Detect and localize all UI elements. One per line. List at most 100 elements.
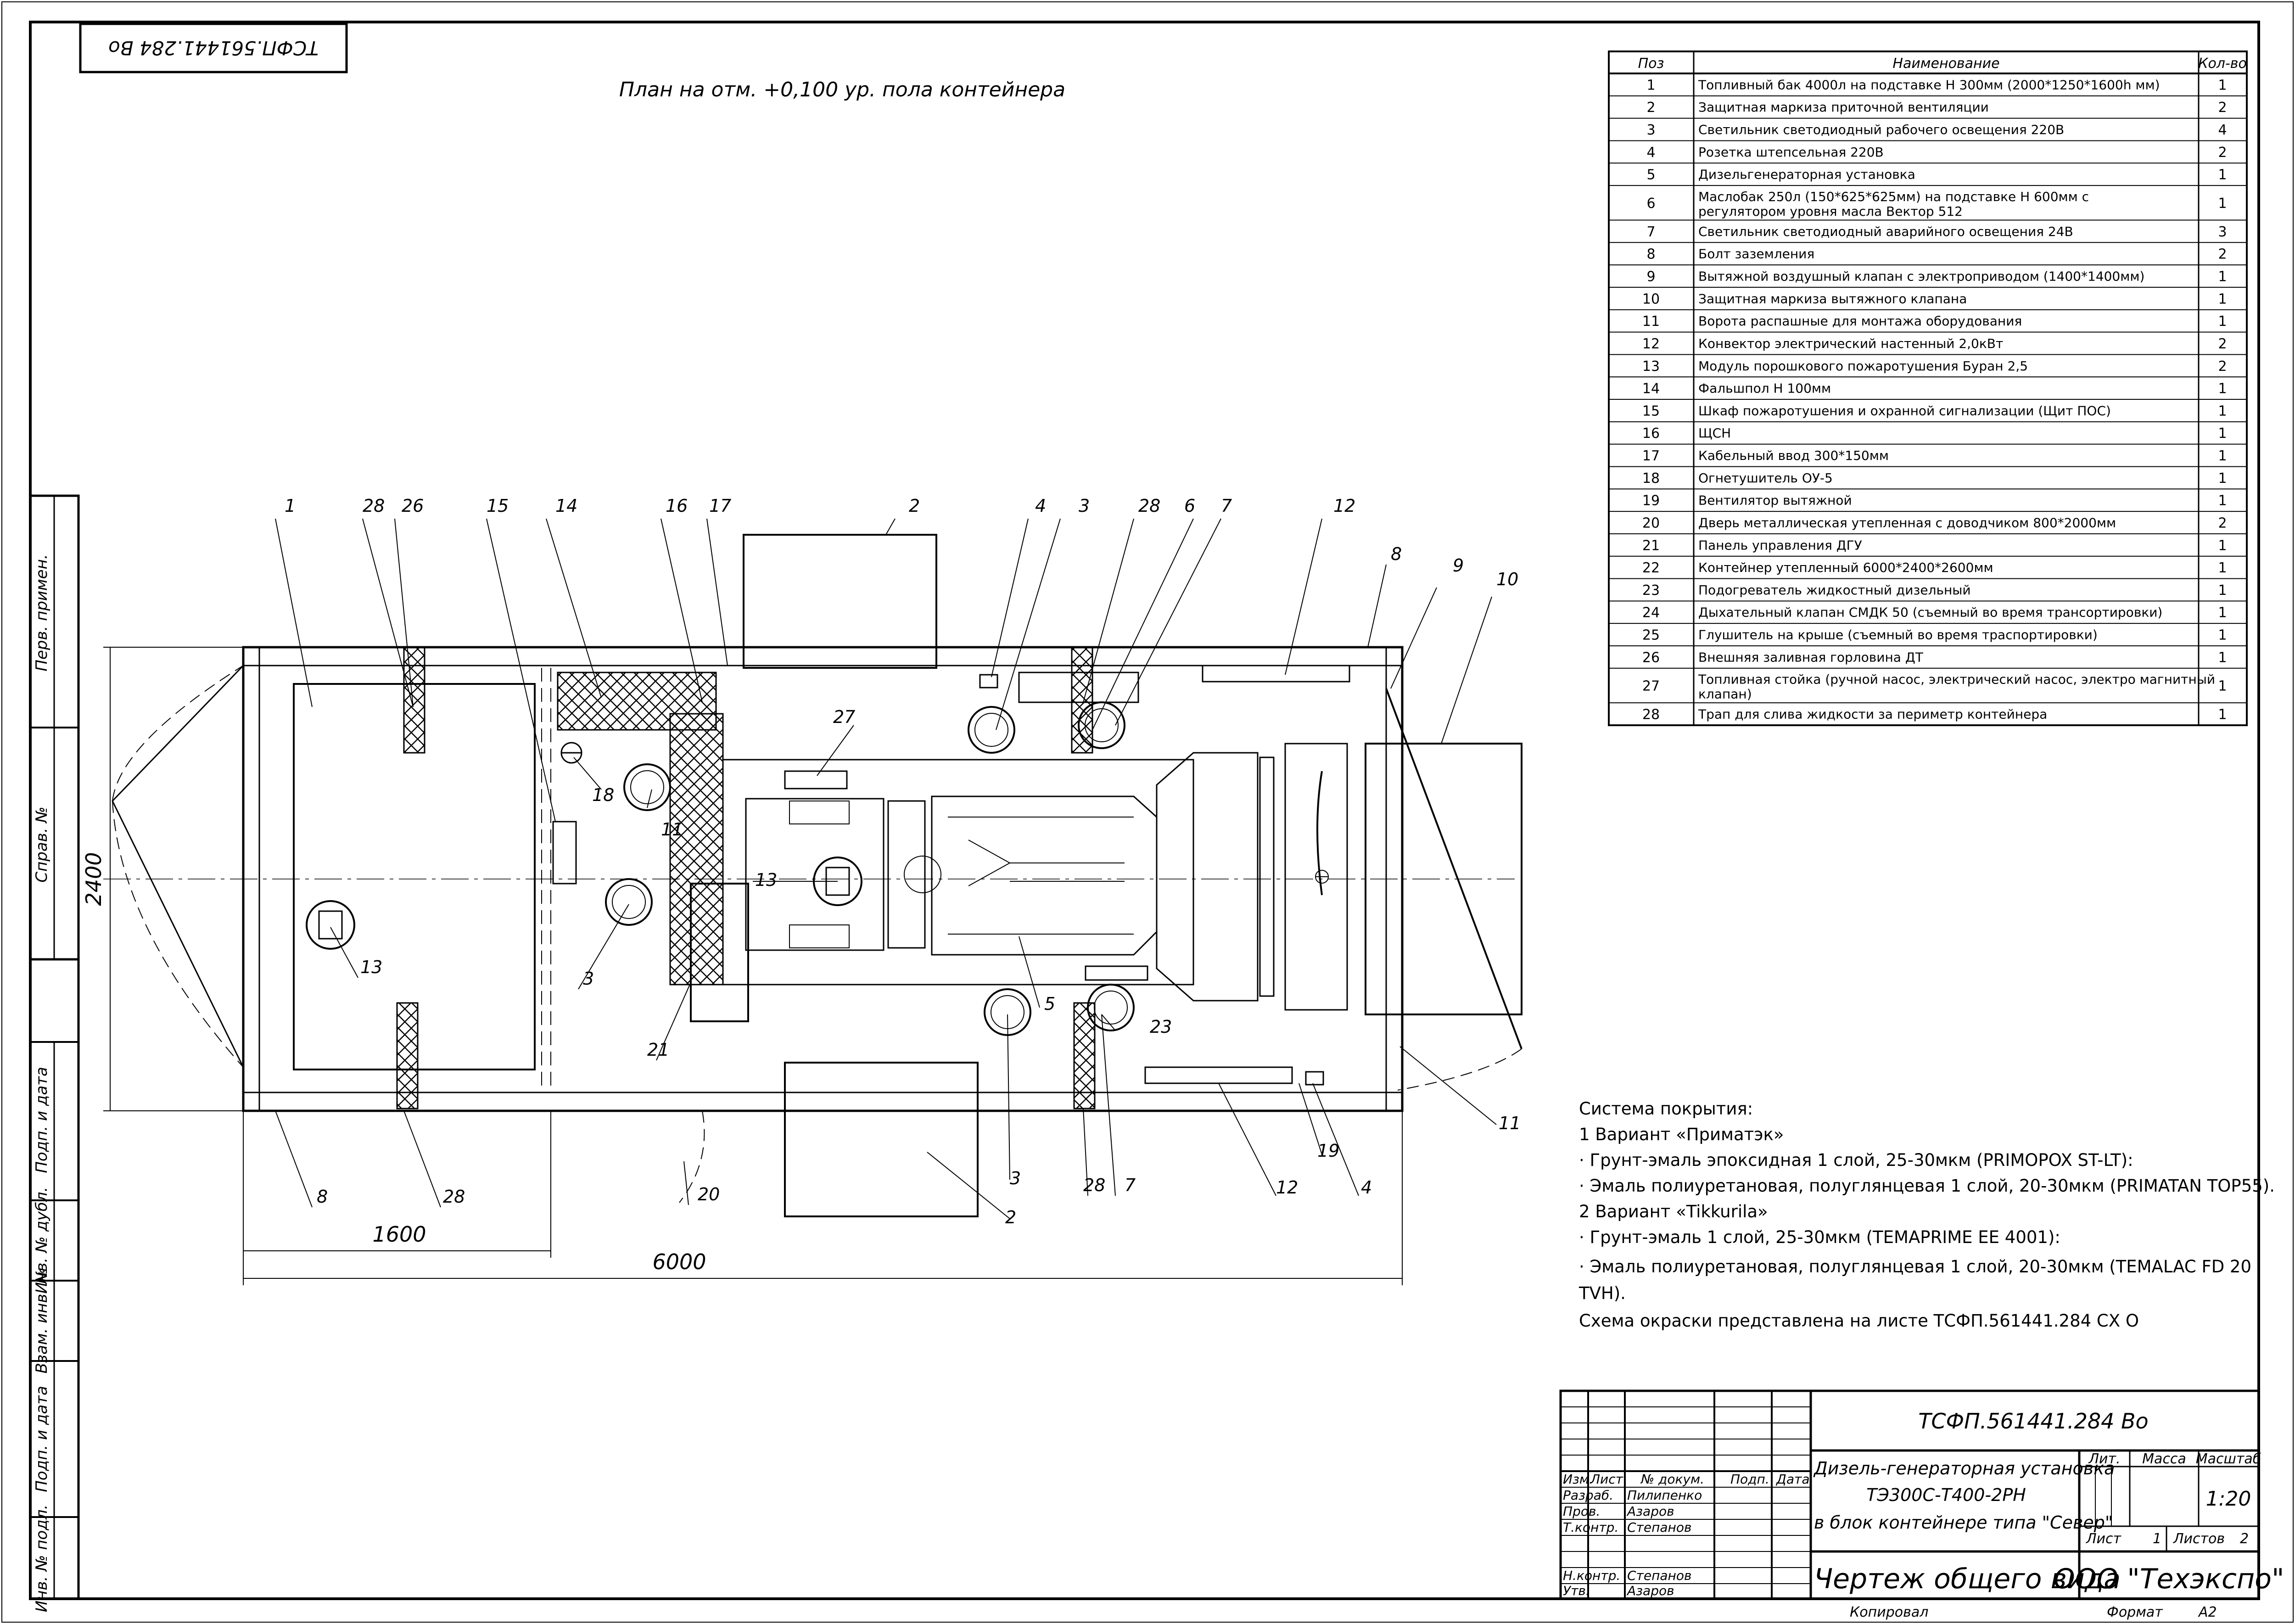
spec-row-pos: 17 [1642,448,1660,464]
spec-row-qty: 2 [2218,246,2227,263]
spec-row-pos: 13 [1642,358,1660,375]
callout-3c: 3 [1010,1168,1021,1188]
spec-row-qty: 3 [2218,224,2227,240]
margin-label-dup-inv: Инв. № дубл. [33,1187,51,1294]
spec-row-qty: 1 [2218,426,2227,442]
spec-row-name: Дыхательный клапан СМДК 50 (съемный во в… [1698,605,2162,620]
callout-13a: 13 [755,870,777,890]
name-norm-control: Степанов [1627,1568,1692,1583]
format-label: Формат [2107,1604,2163,1620]
callout-12a: 12 [1333,496,1355,516]
callouts: 1 28 26 15 14 16 17 2 4 3 28 6 7 12 8 9 … [285,496,1521,1227]
spec-row-name: Защитная маркиза приточной вентиляции [1698,100,1989,115]
leader-lines [275,518,1497,1219]
tb-header-izm: Изм. [1563,1472,1593,1487]
spec-row-qty: 4 [2218,122,2227,138]
spec-row-qty: 1 [2218,650,2227,666]
role-developer: Разраб. [1563,1488,1613,1503]
mass-label: Масса [2142,1451,2186,1467]
spec-row-name: Контейнер утепленный 6000*2400*2600мм [1698,560,1993,575]
callout-7b: 7 [1125,1175,1136,1195]
spec-row-pos: 26 [1642,650,1660,666]
callout-23: 23 [1150,1017,1172,1037]
spec-row-qty: 2 [2218,515,2227,531]
company-name: ООО "Техэкспо" [2053,1563,2284,1595]
spec-row-qty: 2 [2218,336,2227,352]
spec-row-qty: 1 [2218,381,2227,397]
spec-row-qty: 1 [2218,582,2227,599]
callout-15: 15 [487,496,509,516]
copied-label: Копировал [1850,1604,1928,1620]
margin-label-sign-date-1: Подп. и дата [33,1067,51,1173]
lit-label: Лит. [2088,1451,2120,1467]
spec-row-pos: 10 [1642,291,1660,307]
spec-row-pos: 23 [1642,582,1660,599]
spec-row-pos: 20 [1642,515,1660,531]
spec-row-qty: 1 [2218,605,2227,621]
tb-header-list: Лист [1590,1472,1623,1487]
spec-row-pos: 4 [1646,145,1655,161]
spec-row-pos: 3 [1646,122,1655,138]
spec-row-pos: 22 [1642,560,1660,576]
name-developer: Пилипенко [1627,1488,1702,1503]
callout-28d: 28 [443,1187,465,1207]
callout-1: 1 [285,496,296,516]
coating-notes: Система покрытия: 1 Вариант «Приматэк» ·… [1579,1099,2275,1331]
coating-line-8: TVH). [1579,1283,1626,1303]
spec-row-qty: 1 [2218,560,2227,576]
spec-row-name: Дизельгенераторная установка [1698,167,1915,182]
coating-line-6: · Грунт-эмаль 1 слой, 25-30мкм (TEMAPRIM… [1579,1227,2060,1247]
format-value: А2 [2198,1604,2217,1620]
left-margin-strip: Перв. примен. Справ. № Подп. и дата Инв.… [29,494,80,1612]
spec-row-name: Дверь металлическая утепленная с доводчи… [1698,515,2116,530]
spec-row-pos: 7 [1646,224,1655,240]
spec-row-name: Топливный бак 4000л на подставке Н 300мм… [1698,77,2160,92]
sheet-value: 1 [2153,1531,2161,1547]
spec-row-name: Болт заземления [1698,246,1814,262]
spec-row-qty: 1 [2218,167,2227,183]
spec-row-name: Розетка штепсельная 220В [1698,145,1884,160]
dim-width-total: 6000 [652,1249,706,1274]
doc-number: ТСФП.561441.284 Во [1918,1409,2148,1434]
sheet-border [29,21,2260,1600]
callout-14: 14 [555,496,577,516]
callout-26: 26 [402,496,424,516]
spec-row-name: Топливная стойка (ручной насос, электрич… [1698,672,2215,701]
coating-line-9: Схема окраски представлена на листе ТСФП… [1579,1311,2139,1331]
callout-16: 16 [666,496,688,516]
spec-row-name: Конвектор электрический настенный 2,0кВт [1698,336,2003,351]
callout-13b: 13 [360,957,382,977]
spec-row-name: Фальшпол Н 100мм [1698,381,1831,396]
spec-row-qty: 1 [2218,269,2227,285]
callout-18: 18 [592,785,614,805]
spec-row-pos: 14 [1642,381,1660,397]
title-block-text: ТСФП.561441.284 Во Изм. Лист № докум. По… [1563,1409,2284,1620]
coating-line-2: 1 Вариант «Приматэк» [1579,1125,1784,1144]
callout-11b: 11 [1499,1113,1521,1133]
scale-value: 1:20 [2206,1487,2251,1511]
spec-row-qty: 2 [2218,100,2227,116]
callout-3a: 3 [1079,496,1090,516]
spec-row-pos: 25 [1642,627,1660,644]
margin-label-sign-date-2: Подп. и дата [33,1386,51,1492]
spec-row-qty: 1 [2218,493,2227,509]
callout-5: 5 [1044,994,1055,1014]
spec-row-qty: 1 [2218,678,2227,694]
product-line-3: в блок контейнере типа "Север" [1814,1512,2113,1533]
callout-17: 17 [709,496,731,516]
coating-line-5: 2 Вариант «Tikkurila» [1579,1202,1768,1221]
callout-19: 19 [1317,1141,1339,1161]
spec-header-pos: Поз [1638,56,1664,72]
spec-row-name: Защитная маркиза вытяжного клапана [1698,291,1967,306]
spec-row-qty: 1 [2218,403,2227,419]
spec-row-name: Панель управления ДГУ [1698,538,1862,553]
dim-height: 2400 [81,852,106,906]
spec-row-pos: 21 [1642,538,1660,554]
callout-28c: 28 [1083,1175,1105,1195]
callout-8b: 8 [317,1187,328,1207]
container-plan [112,534,1523,1217]
spec-row-pos: 15 [1642,403,1660,419]
callout-27: 27 [833,707,855,727]
spec-header-qty: Кол-во [2198,56,2247,72]
